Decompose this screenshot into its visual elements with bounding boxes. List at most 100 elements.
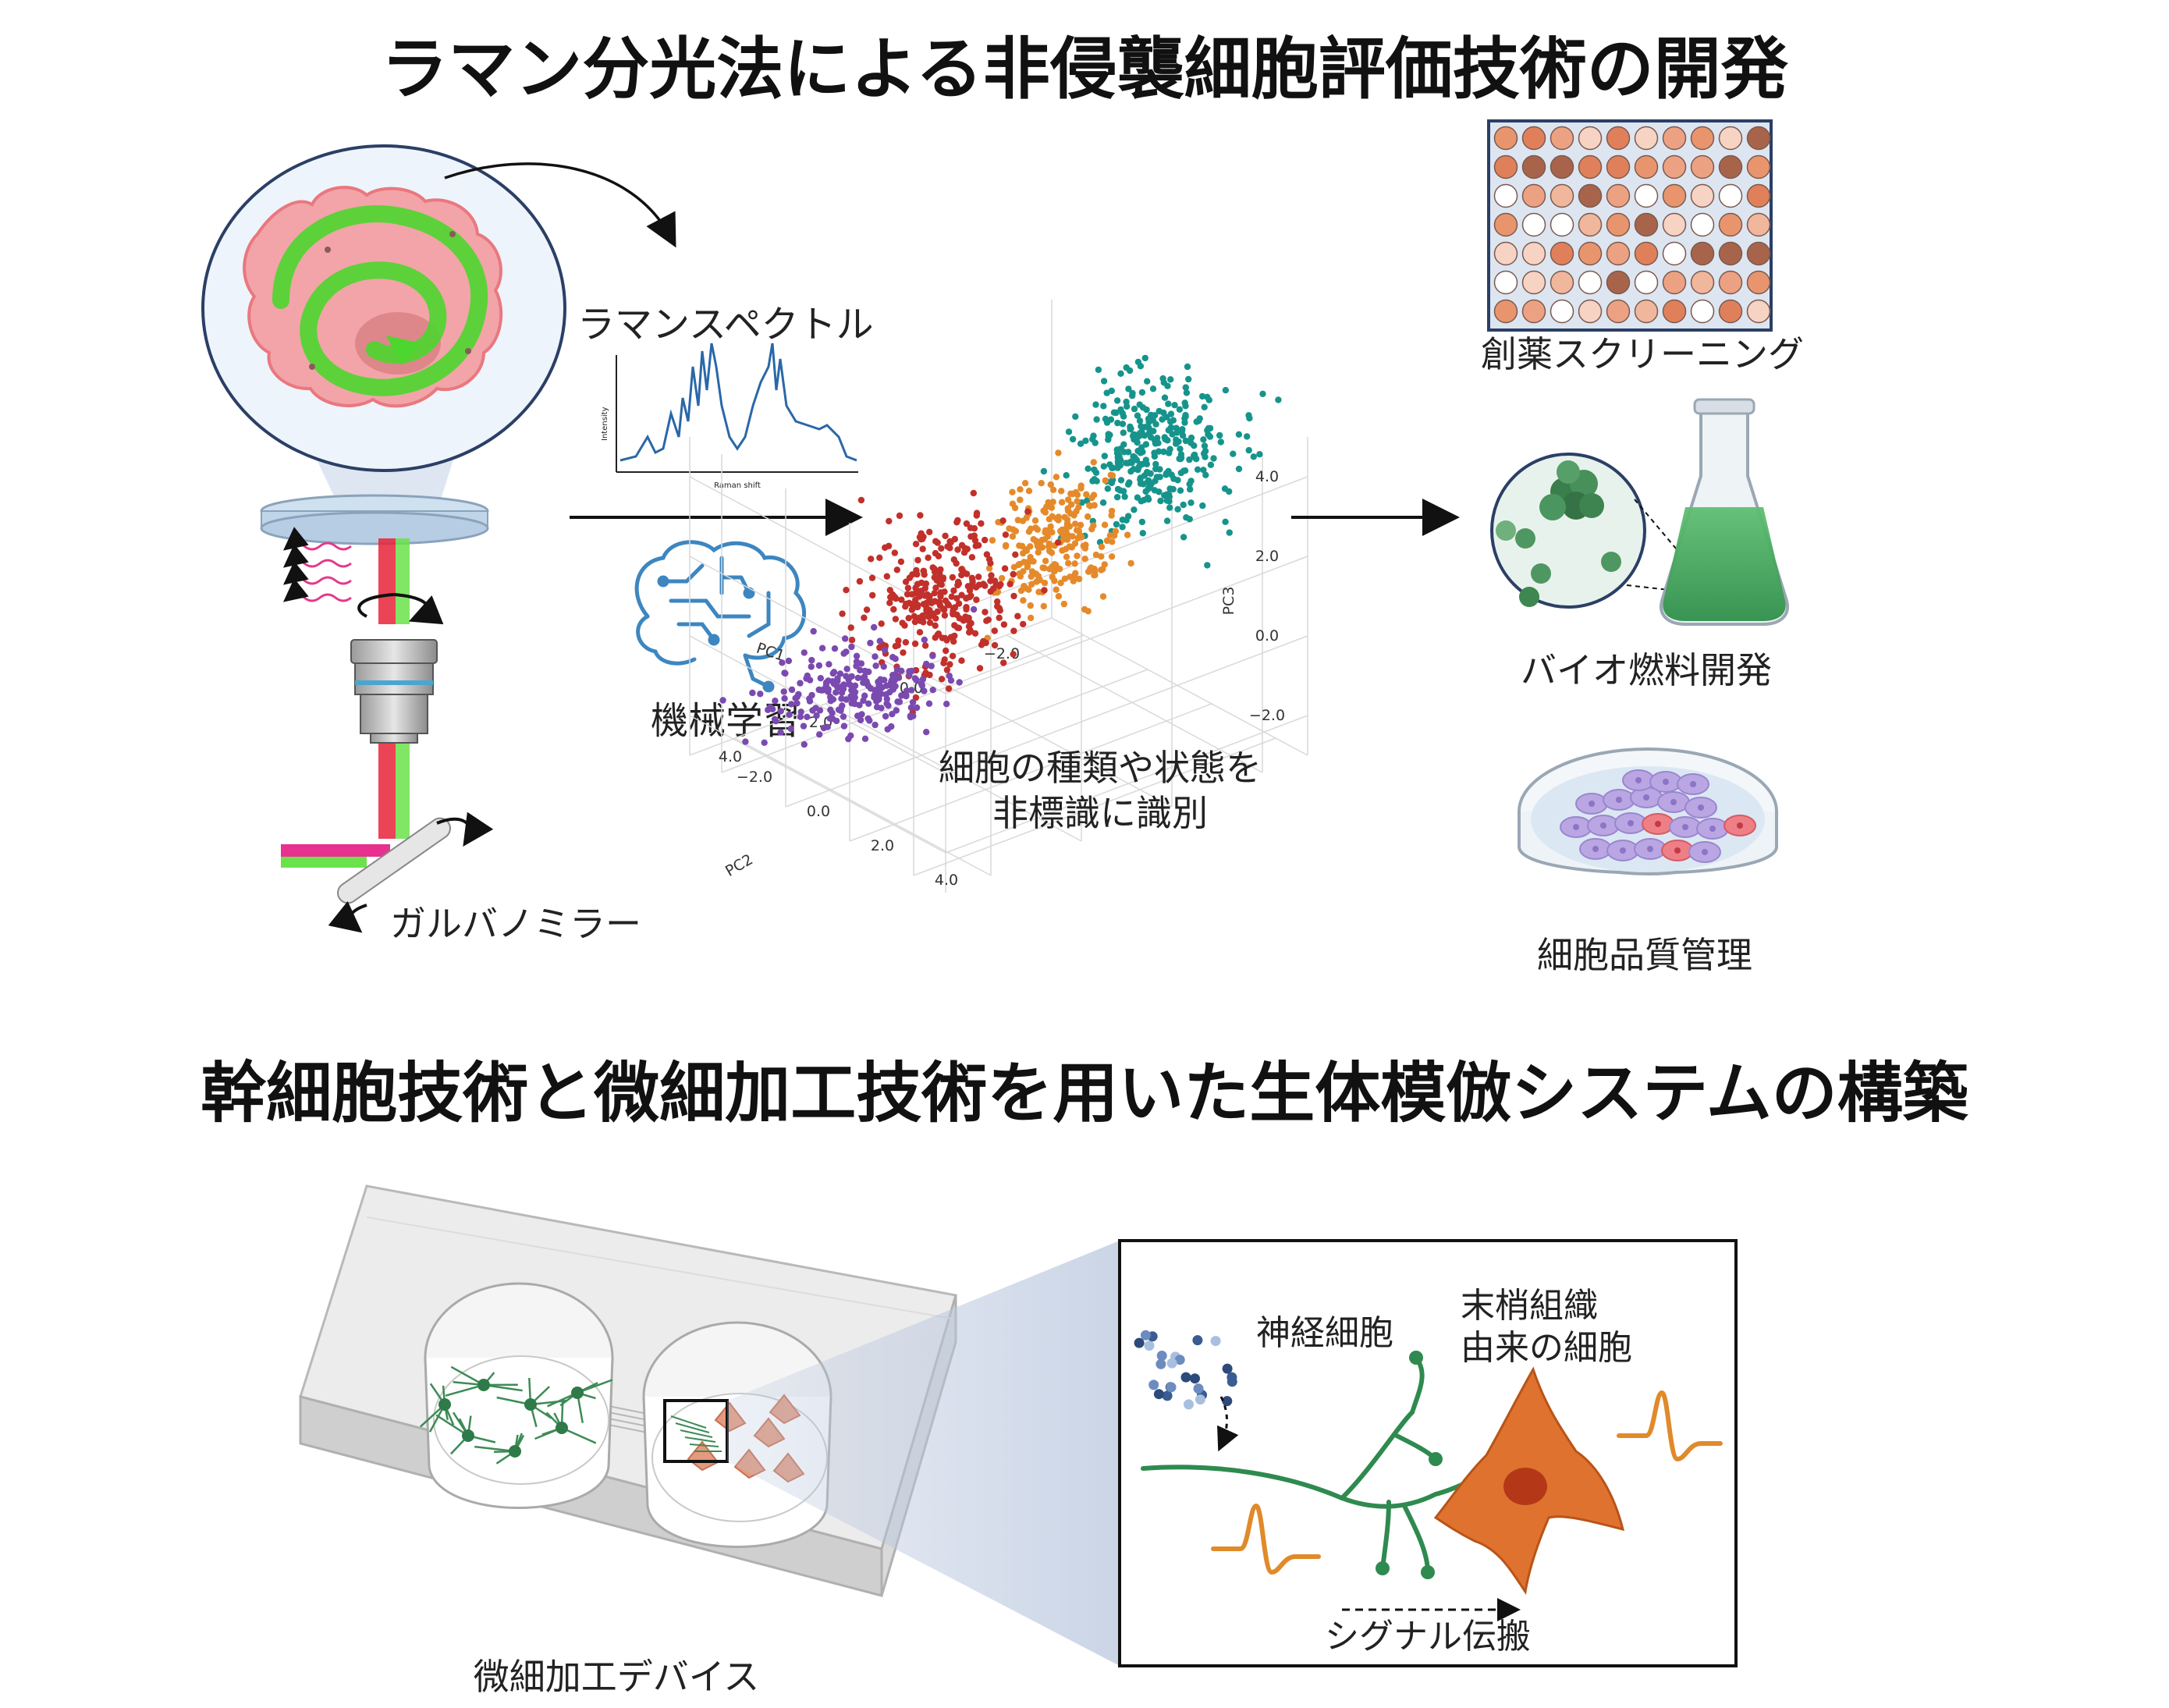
- scatter-point-cluster-4: [787, 725, 794, 733]
- grid-line: [825, 703, 1082, 842]
- scatter-point-cluster-2: [1074, 552, 1081, 559]
- scatter-point-cluster-3: [931, 568, 939, 576]
- scatter-point-cluster-1: [1182, 384, 1190, 391]
- well: [1746, 270, 1771, 295]
- scatter-point-cluster-4: [872, 662, 879, 669]
- scatter-point-cluster-3: [900, 649, 907, 656]
- well: [1606, 212, 1631, 237]
- neuron-soma: [438, 1398, 451, 1411]
- scatter-point-cluster-1: [1134, 358, 1142, 366]
- scatter-point-cluster-2: [1077, 485, 1084, 492]
- scatter-point-cluster-4: [826, 715, 833, 722]
- scatter-point-cluster-2: [1074, 498, 1081, 505]
- scatter-point-cluster-3: [911, 613, 918, 620]
- scatter-point-cluster-4: [875, 694, 882, 701]
- zoom-cone: [727, 1241, 1120, 1666]
- scatter-point-cluster-3: [999, 517, 1006, 524]
- scatter-point-cluster-1: [1129, 392, 1136, 399]
- grid-line: [721, 634, 1084, 773]
- scatter-point-cluster-2: [1071, 560, 1078, 567]
- molecule: [1153, 1389, 1164, 1400]
- scatter-point-cluster-3: [1001, 565, 1009, 572]
- scatter-point-cluster-3: [896, 512, 903, 520]
- scatter-point-cluster-3: [894, 641, 902, 649]
- scatter-point-cluster-1: [1177, 454, 1185, 461]
- scatter-point-cluster-2: [1066, 543, 1074, 550]
- scatter-point-cluster-2: [1048, 504, 1056, 511]
- scatter-point-cluster-1: [1142, 488, 1149, 495]
- scatter-point-cluster-3: [954, 546, 961, 553]
- scatter-point-cluster-4: [929, 687, 936, 694]
- scatter-point-cluster-1: [1200, 467, 1207, 474]
- scatter-point-cluster-3: [941, 656, 948, 663]
- scatter-point-cluster-3: [1010, 627, 1017, 634]
- scatter-point-cluster-4: [772, 718, 779, 725]
- scatter-point-cluster-1: [1176, 406, 1184, 413]
- scatter-point-cluster-1: [1205, 396, 1213, 403]
- well: [1493, 299, 1518, 324]
- scatter-point-cluster-3: [921, 584, 929, 592]
- scatter-point-cluster-1: [1099, 499, 1107, 506]
- scatter-point-cluster-4: [970, 605, 978, 613]
- molecule: [1193, 1383, 1204, 1394]
- scatter-point-cluster-1: [1126, 367, 1134, 375]
- scatter-point-cluster-4: [893, 707, 900, 714]
- pc3-axis-label: PC3: [1220, 587, 1237, 616]
- scatter-point-cluster-3: [892, 616, 900, 623]
- neuron-network: [420, 1365, 613, 1465]
- scatter-point-cluster-1: [1177, 446, 1184, 453]
- scatter-point-cluster-4: [843, 666, 850, 673]
- scatter-point-cluster-4: [850, 696, 857, 703]
- well: [1578, 183, 1603, 208]
- scatter-point-cluster-2: [1112, 527, 1120, 534]
- scatter-point-cluster-3: [996, 605, 1003, 612]
- scattered-light-waves: [282, 527, 352, 602]
- scatter-point-cluster-4: [761, 739, 768, 746]
- scatter-point-cluster-2: [1061, 575, 1069, 582]
- scatter-point-cluster-4: [839, 702, 846, 709]
- molecule: [1190, 1373, 1200, 1384]
- scatter-point-cluster-1: [1137, 476, 1144, 483]
- well: [1578, 154, 1603, 179]
- scatter-point-cluster-1: [1095, 366, 1102, 374]
- scatter-point-cluster-3: [953, 559, 960, 567]
- scatter-point-cluster-4: [797, 713, 804, 720]
- scatter-point-cluster-2: [1063, 553, 1070, 560]
- scatter-point-cluster-4: [896, 698, 903, 705]
- pc2-tick-label: −2.0: [737, 769, 772, 786]
- scatter-point-cluster-4: [854, 674, 862, 681]
- scatter-point-cluster-3: [942, 532, 949, 539]
- well: [1746, 299, 1771, 324]
- scatter-point-cluster-3: [987, 559, 994, 566]
- scatter-point-cluster-1: [1161, 394, 1169, 401]
- scatter-point-cluster-3: [1010, 592, 1017, 600]
- scatter-point-cluster-3: [902, 639, 910, 646]
- scatter-point-cluster-4: [881, 646, 889, 654]
- scatter-point-cluster-1: [1114, 450, 1122, 458]
- pca-3d-scatter-plot: −2.0−2.0−2.00.00.00.02.02.02.04.04.04.0P…: [689, 300, 1308, 893]
- scatter-point-cluster-2: [1098, 566, 1105, 573]
- scatter-point-cluster-1: [1160, 409, 1167, 417]
- scatter-point-cluster-1: [1139, 530, 1147, 537]
- scatter-point-cluster-2: [1017, 573, 1024, 580]
- scatter-point-cluster-4: [832, 717, 840, 725]
- pc2-tick-label: 0.0: [807, 803, 830, 820]
- scatter-point-cluster-3: [963, 520, 971, 527]
- scatter-point-cluster-1: [1121, 493, 1128, 500]
- scatter-point-cluster-1: [1040, 467, 1048, 475]
- scatter-point-cluster-1: [1104, 485, 1112, 492]
- scatter-point-cluster-1: [1077, 440, 1084, 447]
- grid-line: [734, 737, 992, 876]
- neurite: [435, 1414, 469, 1437]
- well: [1718, 299, 1743, 324]
- well: [1493, 183, 1518, 208]
- neurite: [474, 1445, 516, 1453]
- scatter-point-cluster-3: [942, 634, 949, 642]
- scatter-point-cluster-4: [840, 723, 848, 730]
- well: [1662, 241, 1687, 266]
- neuron-soma: [571, 1387, 584, 1399]
- scatter-point-cluster-1: [1145, 477, 1152, 485]
- scatter-point-cluster-1: [1226, 488, 1233, 495]
- scatter-point-cluster-2: [1060, 600, 1068, 608]
- scatter-point-cluster-2: [1046, 566, 1053, 573]
